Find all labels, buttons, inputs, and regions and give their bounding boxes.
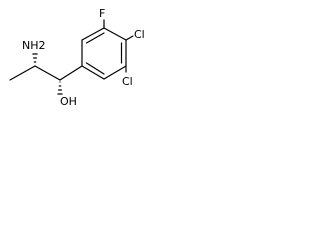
fluorine-label: F: [99, 7, 105, 20]
amino-group-label: NH2: [22, 39, 46, 52]
bond-methyl-c2: [9, 65, 36, 81]
bond-c2-c1: [34, 65, 61, 81]
chlorine-top-label: Cl: [134, 28, 145, 41]
hashed-bond-c1-o: [57, 81, 63, 95]
benzene-ring: [81, 27, 127, 80]
molecule-structure: NH2 OH F Cl Cl: [9, 7, 145, 108]
chlorine-bottom-label: Cl: [122, 75, 133, 88]
hashed-bond-c2-n: [32, 53, 38, 67]
bond-c1-ring: [59, 65, 83, 81]
bond-ring-cl-top: [125, 35, 134, 41]
hydroxyl-group-label: OH: [60, 95, 77, 108]
